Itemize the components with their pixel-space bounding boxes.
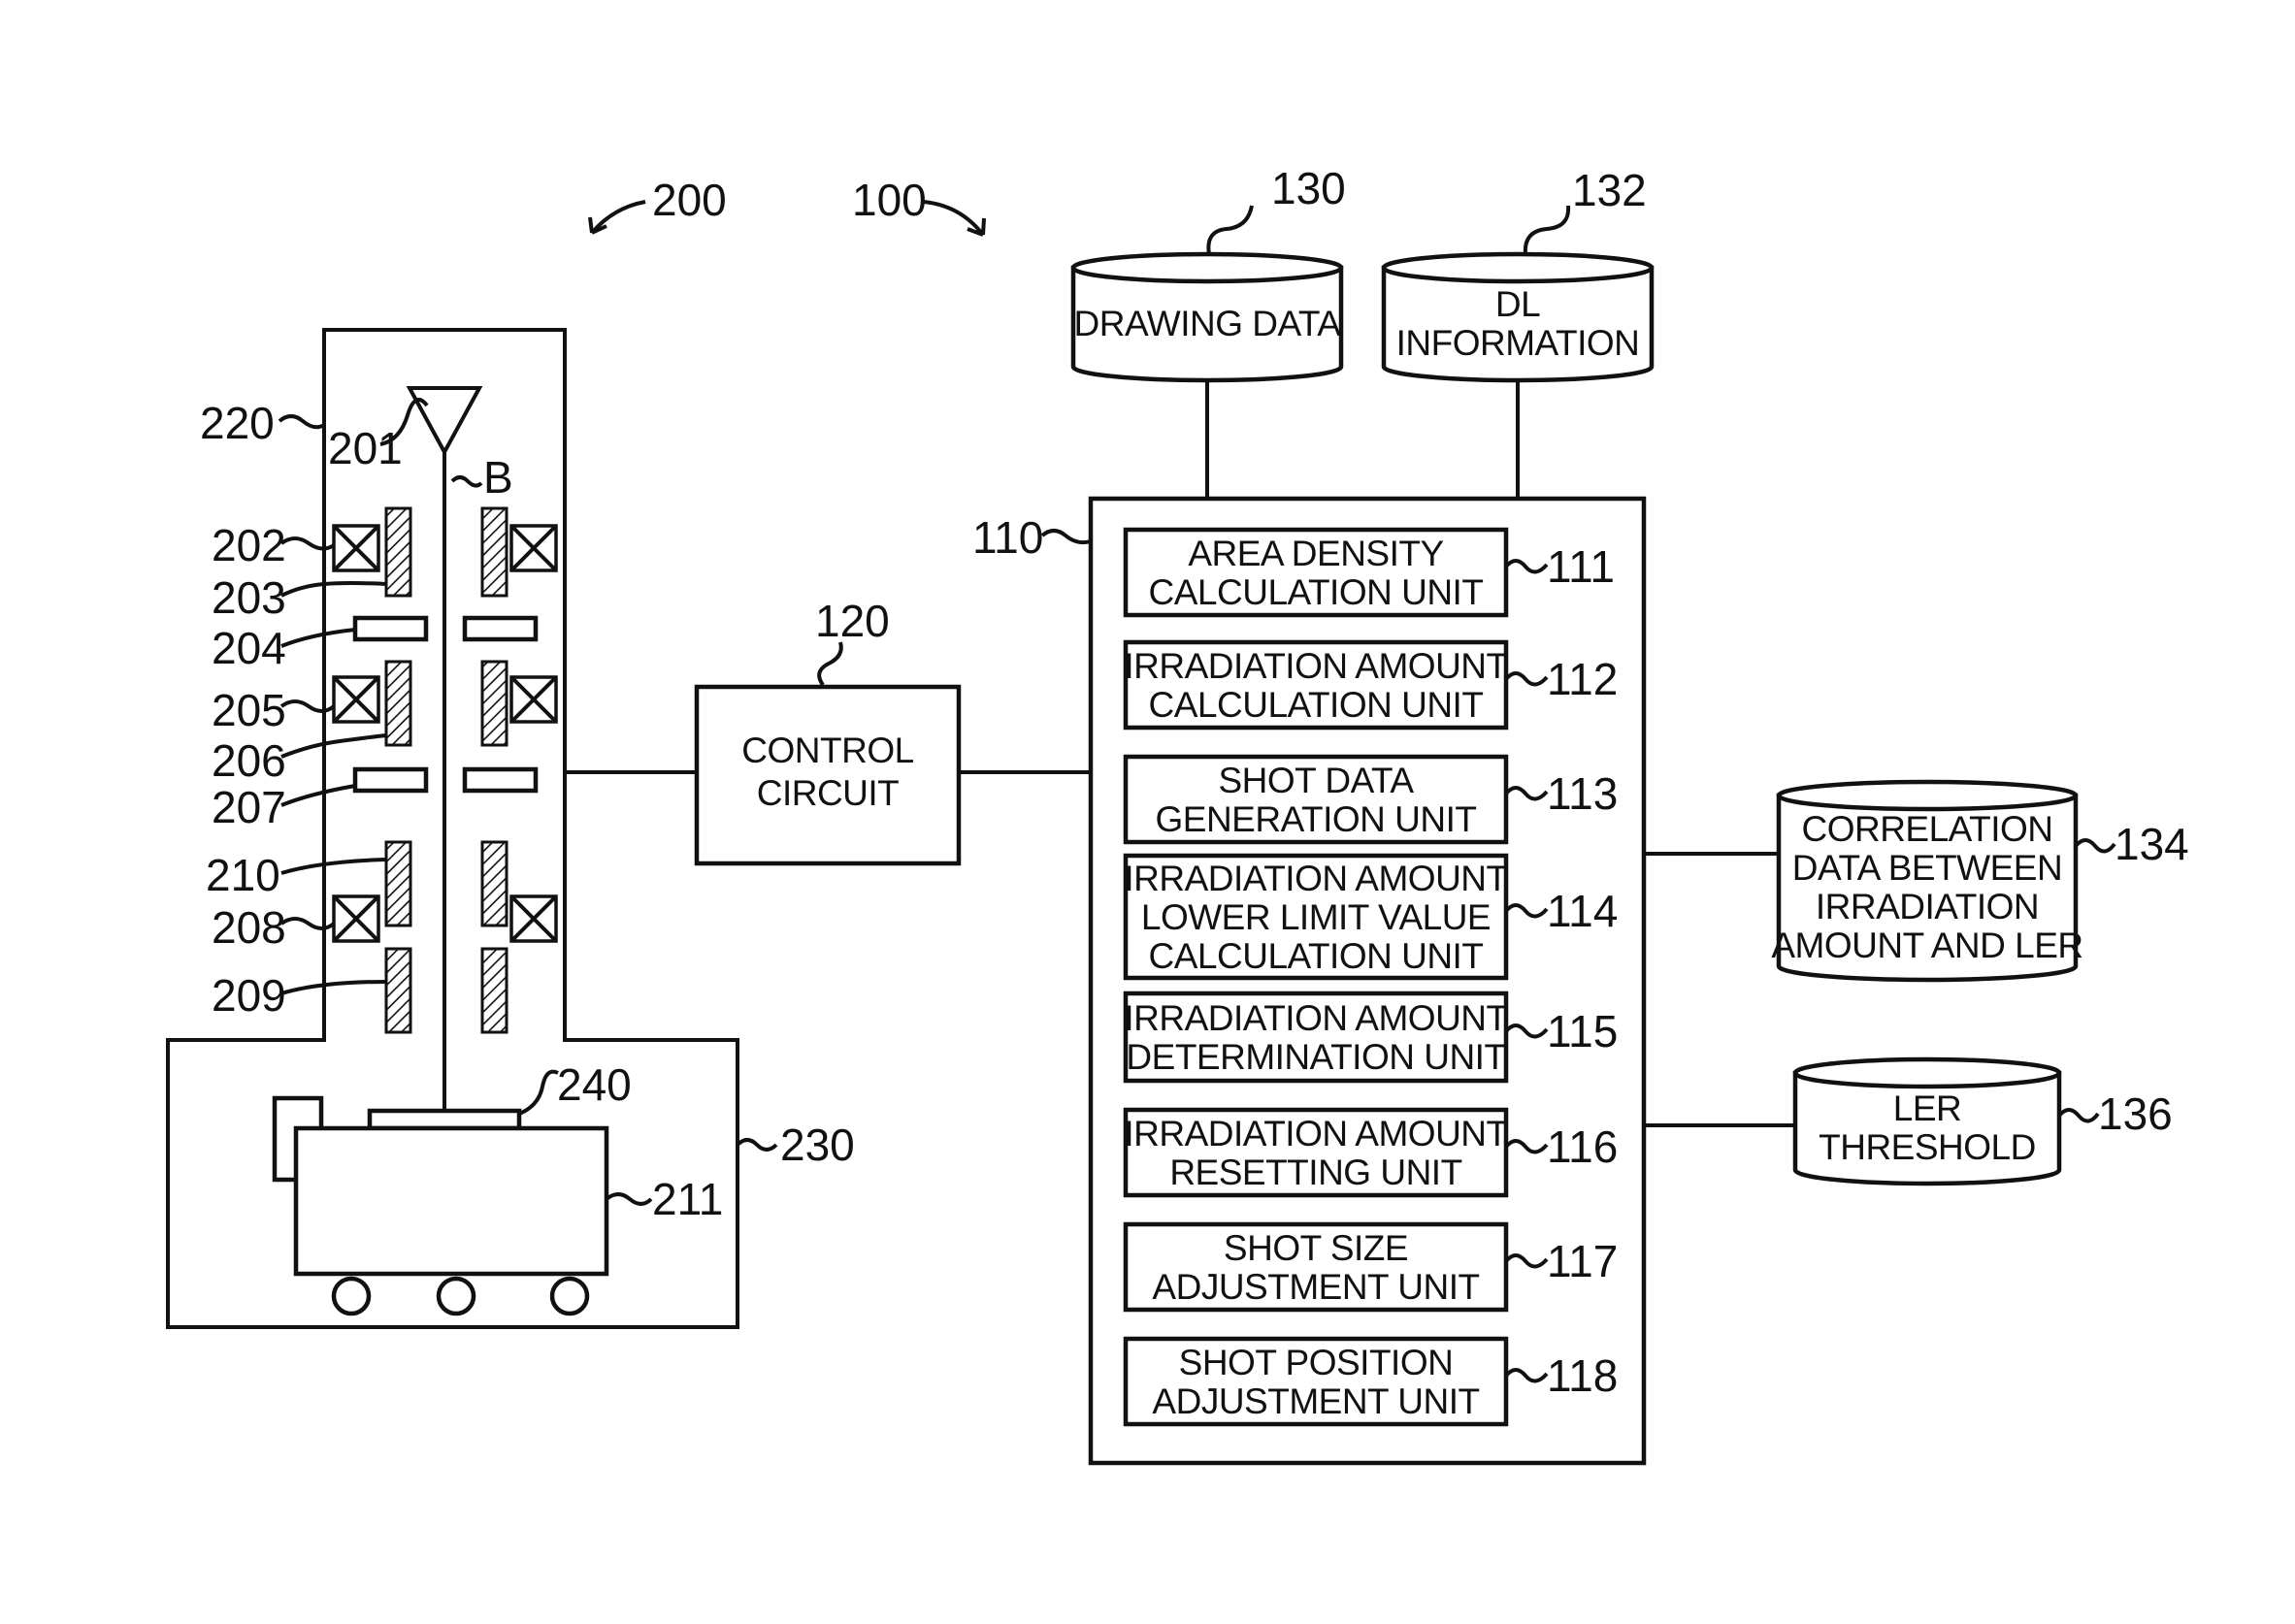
unit-116-label-line2: RESETTING UNIT — [1169, 1153, 1461, 1192]
unit-113-label-line1: SHOT DATA — [1218, 761, 1414, 800]
storage-top-group: DRAWING DATA 130DLINFORMATION 132 — [1073, 163, 1652, 499]
unit-115-label-line2: DETERMINATION UNIT — [1126, 1037, 1505, 1077]
storage-134-label-line3: IRRADIATION — [1816, 887, 2039, 926]
electron-gun — [410, 388, 479, 452]
unit-114-label-line3: CALCULATION UNIT — [1149, 936, 1484, 976]
storage-132-label-line1: DL — [1495, 284, 1540, 324]
ref-200: 200 — [652, 175, 727, 225]
storage-136-label-line1: LER — [1893, 1088, 1961, 1128]
ref-112: 112 — [1547, 654, 1618, 704]
ref-116: 116 — [1547, 1121, 1618, 1172]
ref-132: 132 — [1572, 165, 1647, 215]
ref-120: 120 — [815, 596, 890, 646]
storage-130: DRAWING DATA 130 — [1073, 163, 1346, 499]
unit-111-label-line1: AREA DENSITY — [1188, 534, 1443, 573]
ref-220: 220 — [200, 398, 275, 448]
unit-117-label-line2: ADJUSTMENT UNIT — [1152, 1267, 1479, 1307]
ref-200-indicator: 200 — [590, 175, 727, 233]
ref-110: 110 — [972, 512, 1043, 563]
unit-112-label-line1: IRRADIATION AMOUNT — [1124, 646, 1507, 686]
ref-210: 210 — [206, 850, 280, 900]
unit-116-label-line1: IRRADIATION AMOUNT — [1124, 1114, 1507, 1153]
unit-111-label-line2: CALCULATION UNIT — [1149, 572, 1484, 612]
xy-stage — [275, 1098, 607, 1314]
unit-113-label-line2: GENERATION UNIT — [1156, 799, 1477, 839]
ref-113: 113 — [1547, 768, 1618, 819]
ref-206: 206 — [212, 735, 286, 786]
storage-130-label-line1: DRAWING DATA — [1074, 304, 1342, 343]
unit-114-label-line2: LOWER LIMIT VALUE — [1141, 897, 1491, 937]
ref-230: 230 — [780, 1120, 855, 1170]
ref-208: 208 — [212, 902, 286, 953]
storage-132: DLINFORMATION 132 — [1384, 165, 1652, 499]
storage-134: CORRELATIONDATA BETWEENIRRADIATIONAMOUNT… — [1644, 782, 2189, 980]
ref-115: 115 — [1547, 1006, 1618, 1056]
control-computer: 110 AREA DENSITYCALCULATION UNIT111IRRAD… — [972, 499, 1644, 1463]
ref-201: 201 — [328, 423, 403, 473]
ref-240: 240 — [557, 1059, 632, 1110]
unit-112-label-line2: CALCULATION UNIT — [1149, 685, 1484, 725]
ref-118: 118 — [1547, 1350, 1618, 1401]
storage-132-label-line2: INFORMATION — [1396, 323, 1640, 363]
control-circuit-line2: CIRCUIT — [757, 773, 900, 813]
unit-118-label-line2: ADJUSTMENT UNIT — [1152, 1381, 1479, 1421]
ref-111: 111 — [1547, 541, 1615, 592]
beam-label-b: B — [483, 452, 513, 503]
ref-211: 211 — [652, 1174, 723, 1224]
ref-100: 100 — [852, 175, 927, 225]
ref-136: 136 — [2098, 1088, 2173, 1139]
ref-207: 207 — [212, 782, 286, 832]
storage-136: LERTHRESHOLD 136 — [1644, 1059, 2173, 1184]
control-circuit-block: CONTROL CIRCUIT 120 — [565, 596, 1091, 863]
ref-204: 204 — [212, 623, 286, 673]
ref-203: 203 — [212, 572, 286, 623]
unit-114-label-line1: IRRADIATION AMOUNT — [1124, 859, 1507, 898]
ref-100-indicator: 100 — [852, 175, 984, 235]
storage-134-label-line2: DATA BETWEEN — [1792, 848, 2062, 888]
storage-side-group: CORRELATIONDATA BETWEENIRRADIATIONAMOUNT… — [1644, 782, 2189, 1184]
unit-118-label-line1: SHOT POSITION — [1179, 1343, 1454, 1382]
storage-136-label-line2: THRESHOLD — [1819, 1127, 2036, 1167]
control-circuit-line1: CONTROL — [741, 731, 913, 770]
storage-134-label-line4: AMOUNT AND LER — [1771, 926, 2082, 965]
ref-134: 134 — [2115, 819, 2189, 869]
ref-205: 205 — [212, 685, 286, 735]
ref-117: 117 — [1547, 1236, 1618, 1286]
ref-209: 209 — [212, 970, 286, 1021]
ref-130: 130 — [1271, 163, 1346, 213]
unit-115-label-line1: IRRADIATION AMOUNT — [1124, 998, 1507, 1038]
ref-202: 202 — [212, 520, 286, 570]
unit-117-label-line1: SHOT SIZE — [1224, 1228, 1408, 1268]
ref-114: 114 — [1547, 886, 1618, 936]
storage-134-label-line1: CORRELATION — [1801, 809, 2052, 849]
